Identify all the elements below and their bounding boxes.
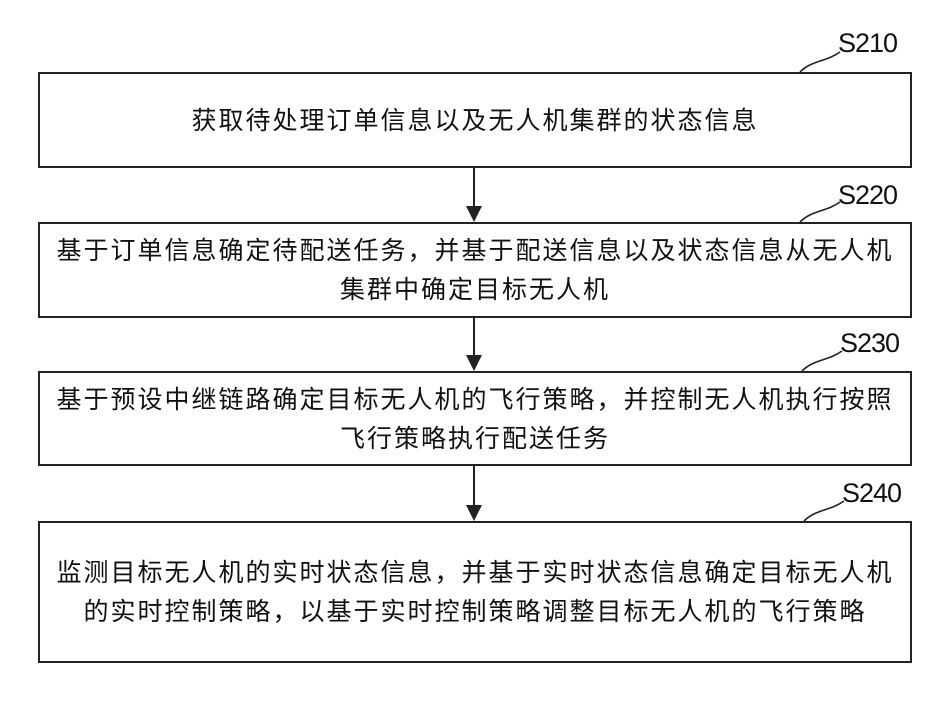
leader-line-s230 bbox=[802, 351, 842, 371]
leader-line-s220 bbox=[800, 202, 840, 222]
arrow-head-1 bbox=[466, 206, 482, 222]
leader-line-s240 bbox=[804, 501, 844, 521]
arrow-head-3 bbox=[466, 505, 482, 521]
leader-line-s210 bbox=[800, 52, 840, 72]
arrow-head-2 bbox=[466, 355, 482, 371]
